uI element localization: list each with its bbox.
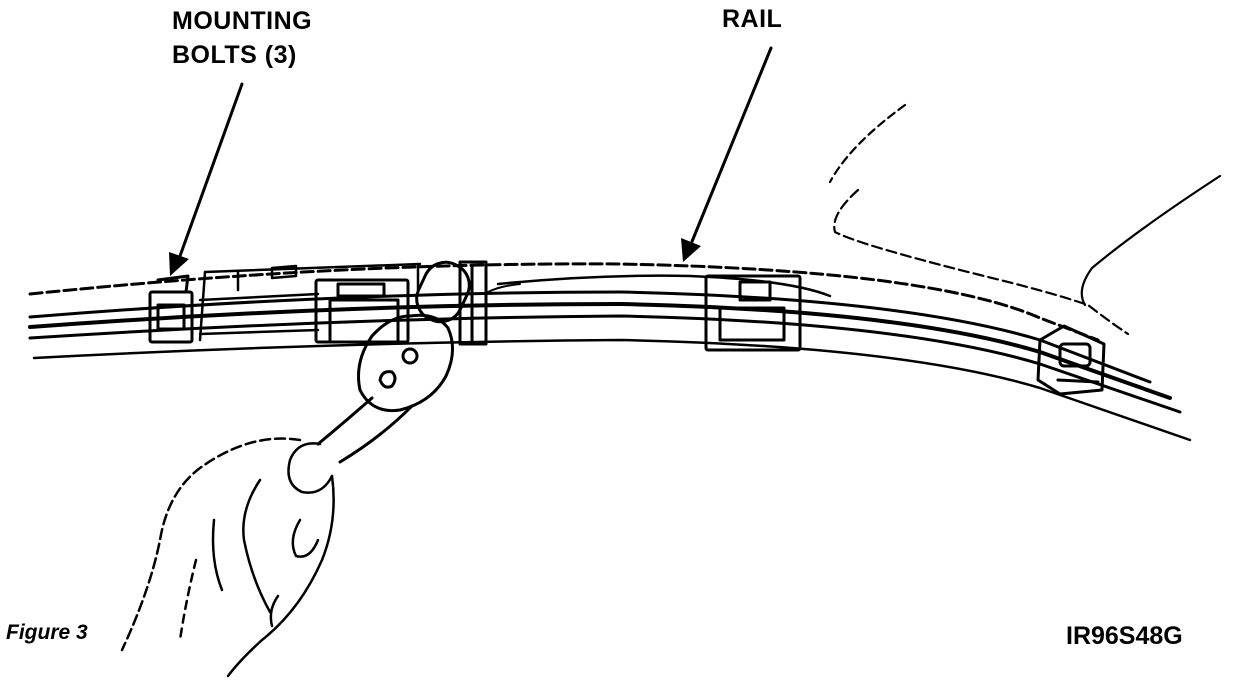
- roof-outline: [828, 103, 1222, 336]
- rail-end-clip: [1036, 324, 1106, 396]
- figure-id: IR96S48G: [1066, 622, 1183, 650]
- rail-channel-left: [198, 262, 422, 342]
- ratchet-socket: [415, 260, 471, 324]
- mounting-bolt-brackets: [148, 260, 1106, 396]
- mounting-bolts-leader-arrow: [169, 82, 244, 276]
- ratchet-release-knob: [401, 347, 419, 365]
- mounting-bolts-callout-line1: MOUNTING: [172, 7, 313, 35]
- mounting-bolts-callout: MOUNTING BOLTS (3): [172, 4, 312, 72]
- mounting-bolt-bracket-1: [148, 274, 194, 344]
- hand: [120, 437, 335, 678]
- rail-leader-arrow: [681, 46, 773, 262]
- mounting-bolts-callout-line2: BOLTS (3): [172, 41, 297, 69]
- thumb: [287, 442, 334, 494]
- leader-arrows: [169, 46, 773, 276]
- figure-caption: Figure 3: [6, 621, 88, 644]
- ratchet-wrench: [316, 260, 471, 464]
- mounting-bolt-bracket-3: [704, 274, 802, 352]
- rail-callout: RAIL: [722, 5, 783, 33]
- mounting-bolt-bracket-2: [314, 278, 410, 344]
- rail-joint-clip: [458, 260, 488, 346]
- curved-rail: [28, 262, 1192, 442]
